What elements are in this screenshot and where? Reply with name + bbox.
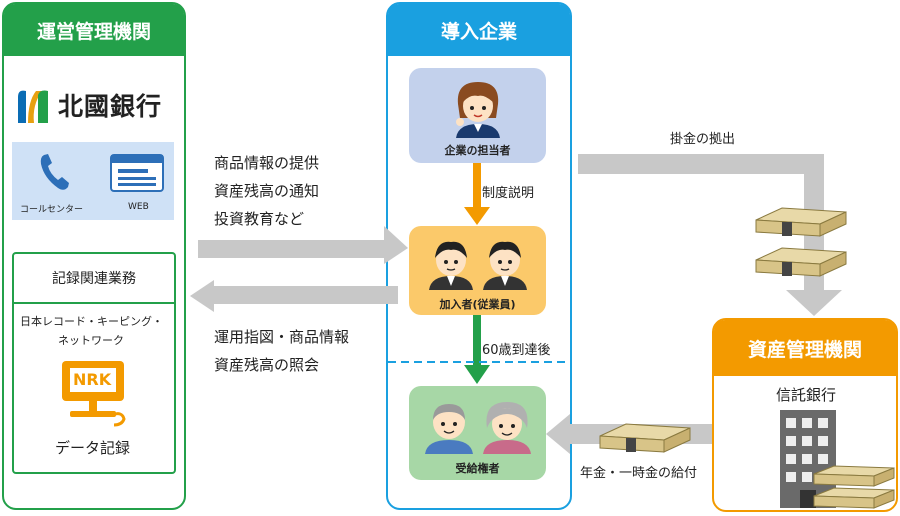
payment-money-icon xyxy=(599,423,691,453)
money-stack-icon xyxy=(755,207,847,277)
bank-logo-icon xyxy=(18,90,48,123)
staff-label: 企業の担当者 xyxy=(444,144,511,157)
call-center-label: コールセンター xyxy=(20,205,84,215)
to-members-line2: 資産残高の通知 xyxy=(214,182,320,200)
bank-name: 北國銀行 xyxy=(58,92,163,121)
recipients-label: 受給権者 xyxy=(455,462,500,475)
nrk-company-line1: 日本レコード・キーピング・ xyxy=(20,315,163,328)
bank-money-icon xyxy=(813,465,895,509)
age-arrow xyxy=(464,315,490,384)
retirement-divider xyxy=(388,361,570,363)
contribution-label: 掛金の拠出 xyxy=(670,132,736,147)
asset-manager-panel xyxy=(712,318,898,512)
employees-icon xyxy=(429,241,527,290)
explain-label: 制度説明 xyxy=(482,186,535,201)
asset-manager-header: 資産管理機関 xyxy=(714,320,896,376)
operator-panel xyxy=(2,2,186,510)
to-operator-line1: 運用指図・商品情報 xyxy=(214,328,350,346)
web-label: WEB xyxy=(128,202,149,212)
members-card: 加入者(従業員) xyxy=(409,226,546,315)
trust-bank-label: 信託銀行 xyxy=(776,386,837,404)
contact-box: コールセンター WEB xyxy=(12,142,174,220)
company-header: 導入企業 xyxy=(388,4,570,56)
records-title: 記録関連業務 xyxy=(14,254,174,304)
to-operator-line2: 資産残高の照会 xyxy=(214,356,320,374)
explain-arrow xyxy=(464,163,490,225)
members-label: 加入者(従業員) xyxy=(439,298,516,311)
records-box xyxy=(12,252,176,474)
info-arrow-right xyxy=(198,226,408,264)
nrk-company-line2: ネットワーク xyxy=(58,334,124,347)
to-members-line1: 商品情報の提供 xyxy=(214,154,320,172)
web-icon xyxy=(110,154,164,192)
staff-person-icon xyxy=(456,82,500,138)
recipients-card: 受給権者 xyxy=(409,386,546,480)
operator-header: 運営管理機関 xyxy=(4,4,184,56)
computer-icon: NRK xyxy=(60,359,130,429)
age-label: 60歳到達後 xyxy=(482,343,551,358)
phone-icon xyxy=(40,154,69,190)
nrk-logo-text: NRK xyxy=(73,370,112,389)
instruction-arrow-left xyxy=(190,280,398,312)
retirees-icon xyxy=(425,402,531,454)
data-record-caption: データ記録 xyxy=(55,439,131,457)
to-members-line3: 投資教育など xyxy=(214,210,305,228)
bank-row: 北國銀行 xyxy=(14,84,179,126)
staff-card: 企業の担当者 xyxy=(409,68,546,163)
payment-label: 年金・一時金の給付 xyxy=(580,466,698,481)
